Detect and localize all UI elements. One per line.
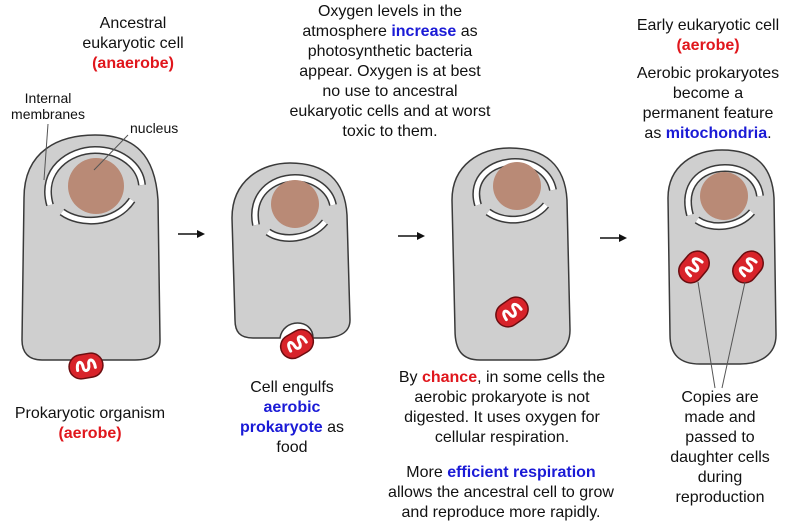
caption-line: appear. Oxygen is at best — [299, 63, 481, 80]
stage2-caption: Cell engulfs aerobic prokaryote as food — [222, 378, 362, 458]
copies-pointer — [721, 281, 746, 389]
caption-line: digested. It uses oxygen for — [404, 409, 600, 426]
label-line: Internal — [24, 90, 72, 106]
nucleus — [493, 162, 541, 210]
caption-line: permanent feature — [642, 105, 774, 122]
nucleus-label: nucleus — [130, 120, 179, 136]
caption-line: photosynthetic bacteria — [307, 43, 473, 60]
caption-text: , in some cells the — [477, 369, 606, 386]
increase-label: increase — [391, 23, 457, 40]
caption-line: daughter cells — [670, 449, 770, 466]
nucleus — [700, 172, 748, 220]
oxygen-caption: Oxygen levels in the atmosphere increase… — [265, 2, 515, 142]
caption-line: reproduction — [675, 489, 765, 506]
caption-line: during — [697, 469, 743, 486]
ancestral-eukaryotic-cell — [21, 134, 161, 361]
nucleus-pointer — [93, 134, 129, 171]
caption-text: atmosphere — [302, 23, 392, 40]
efficient-respiration-label: efficient respiration — [447, 464, 596, 481]
anaerobe-label: (anaerobe) — [92, 55, 174, 72]
mitochondria-label: mitochondria — [665, 125, 768, 142]
caption-line: food — [276, 439, 308, 456]
caption-text: as — [644, 125, 666, 142]
caption-line: aerobic prokaryote is not — [414, 389, 590, 406]
chance-label: chance — [421, 369, 478, 386]
caption-line: cellular respiration. — [434, 429, 570, 446]
caption-line: eukaryotic cells and at worst — [289, 103, 491, 120]
caption-line: Oxygen levels in the — [317, 3, 463, 20]
caption-line: made and — [684, 409, 756, 426]
caption-line: Copies are — [681, 389, 759, 406]
caption-line: become a — [672, 85, 744, 102]
copies-caption: Copies are made and passed to daughter c… — [650, 388, 790, 508]
respiration-caption: More efficient respiration allows the an… — [360, 463, 642, 523]
caption-line: Aerobic prokaryotes — [636, 65, 780, 82]
mitochondria-caption: Aerobic prokaryotes become a permanent f… — [620, 64, 796, 144]
label-line: membranes — [11, 106, 85, 122]
membranes-pointer — [43, 123, 49, 181]
nucleus — [271, 180, 319, 228]
aerobe-label: (aerobe) — [58, 425, 122, 442]
nucleus — [68, 158, 124, 214]
engulfing-cell — [231, 162, 351, 365]
caption-line: passed to — [685, 429, 755, 446]
caption-text: More — [406, 464, 448, 481]
prokaryote-label: prokaryote — [239, 419, 323, 436]
stage1-title: Ancestral eukaryotic cell (anaerobe) — [48, 14, 218, 74]
caption-line: no use to ancestral — [322, 83, 458, 100]
title-line: eukaryotic cell — [82, 35, 184, 52]
aerobic-label: aerobic — [263, 399, 321, 416]
caption-text: as — [456, 23, 478, 40]
caption-text: as — [322, 419, 345, 436]
arrow-right-icon — [600, 234, 627, 242]
caption-line: Prokaryotic organism — [14, 405, 166, 422]
caption-line: Cell engulfs — [250, 379, 334, 396]
caption-line: and reproduce more rapidly. — [401, 504, 601, 521]
arrow-right-icon — [178, 230, 205, 238]
caption-line: allows the ancestral cell to grow — [388, 484, 614, 501]
title-line: Ancestral — [99, 15, 167, 32]
early-eukaryotic-cell — [667, 149, 777, 365]
host-cell-with-prokaryote — [451, 147, 571, 361]
arrow-right-icon — [398, 232, 425, 240]
aerobe-label: (aerobe) — [676, 37, 740, 54]
caption-text: . — [767, 125, 772, 142]
internal-membranes-label: Internal membranes — [6, 90, 90, 122]
prokaryote-caption: Prokaryotic organism (aerobe) — [0, 404, 180, 444]
title-line: Early eukaryotic cell — [636, 17, 780, 34]
chance-caption: By chance, in some cells the aerobic pro… — [370, 368, 634, 448]
caption-text: By — [398, 369, 422, 386]
caption-line: toxic to them. — [342, 123, 438, 140]
copies-pointer — [697, 281, 716, 389]
stage4-title: Early eukaryotic cell (aerobe) — [620, 16, 796, 56]
